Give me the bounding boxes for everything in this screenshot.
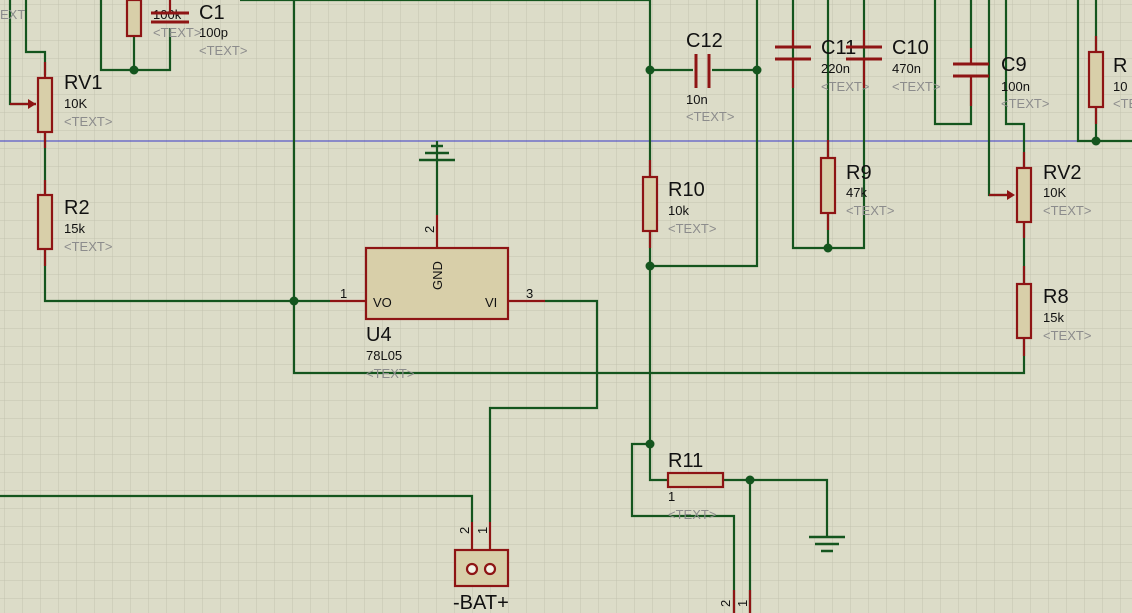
svg-text:R: R [1113, 55, 1127, 77]
capacitor-c1[interactable]: C1 100p <TEXT> <TEXT> [151, 0, 247, 58]
potentiometer-rv2[interactable]: RV2 10K <TEXT> [989, 152, 1091, 238]
svg-text:<TEXT>: <TEXT> [846, 203, 894, 218]
battery-connector-bat[interactable]: 2 1 -BAT+ [453, 522, 510, 613]
rv2-ref: RV2 [1043, 162, 1082, 184]
svg-text:<TEXT>: <TEXT> [366, 366, 414, 381]
svg-text:EXT: EXT [0, 7, 25, 22]
resistor-r2[interactable]: R2 15k <TEXT> [36, 180, 112, 266]
resistor-r9[interactable]: R9 47k <TEXT> [819, 140, 894, 230]
resistor-partial-right[interactable]: R 10 <TEXT> [1087, 36, 1132, 124]
resistor-r8[interactable]: R8 15k <TEXT> [1015, 266, 1091, 356]
c1-ref: C1 [199, 2, 225, 24]
svg-text:<TEXT>: <TEXT> [153, 25, 201, 40]
capacitor-c12[interactable]: C12 10n <TEXT> [686, 30, 734, 124]
u4-value: 78L05 [366, 348, 402, 363]
r2-ref: R2 [64, 197, 90, 219]
svg-text:2: 2 [718, 600, 733, 607]
r8-value: 15k [1043, 310, 1064, 325]
c10-value: 470n [892, 61, 921, 76]
r10-ref: R10 [668, 179, 705, 201]
ground-symbol-r11[interactable] [809, 532, 845, 553]
svg-text:<TEXT>: <TEXT> [199, 43, 247, 58]
svg-text:10: 10 [1113, 79, 1127, 94]
resistor-partial-top[interactable]: 100k [125, 0, 182, 38]
potentiometer-rv1[interactable]: RV1 10K <TEXT> [10, 62, 112, 148]
capacitor-c10[interactable]: C10 470n <TEXT> [846, 30, 940, 94]
svg-text:<TEXT>: <TEXT> [892, 79, 940, 94]
r9-value: 47k [846, 185, 867, 200]
svg-text:<TEXT>: <TEXT> [668, 221, 716, 236]
svg-text:VO: VO [373, 295, 392, 310]
regulator-u4[interactable]: 1 3 2 VO VI GND U4 78L05 <TEXT> [330, 215, 545, 381]
partial-label-top-left[interactable]: EXT [0, 7, 25, 22]
u4-ref: U4 [366, 324, 392, 346]
capacitor-c9[interactable]: C9 100n <TEXT> [953, 48, 1049, 111]
resistor-r11[interactable]: R11 1 <TEXT> [666, 450, 725, 522]
svg-text:<TEXT>: <TEXT> [821, 79, 869, 94]
svg-text:<TEXT>: <TEXT> [64, 114, 112, 129]
c1-value: 100p [199, 25, 228, 40]
svg-text:VI: VI [485, 295, 497, 310]
r9-ref: R9 [846, 162, 872, 184]
r10-value: 10k [668, 203, 689, 218]
junctions [129, 65, 1101, 485]
svg-text:GND: GND [430, 261, 445, 290]
svg-text:<TEXT>: <TEXT> [1113, 96, 1132, 111]
svg-text:1: 1 [340, 286, 347, 301]
r2-value: 15k [64, 221, 85, 236]
c9-ref: C9 [1001, 54, 1027, 76]
c11-value: 220n [821, 61, 850, 76]
r8-ref: R8 [1043, 286, 1069, 308]
bat-ref: -BAT+ [453, 592, 509, 613]
c11-ref: C11 [821, 37, 856, 59]
c12-ref: C12 [686, 30, 723, 52]
rv1-ref: RV1 [64, 72, 103, 94]
svg-text:2: 2 [457, 527, 472, 534]
c10-ref: C10 [892, 37, 929, 59]
svg-text:<TEXT>: <TEXT> [64, 239, 112, 254]
svg-text:<TEXT>: <TEXT> [1043, 203, 1091, 218]
svg-text:<TEXT>: <TEXT> [1043, 328, 1091, 343]
r11-value: 1 [668, 489, 675, 504]
c9-value: 100n [1001, 79, 1030, 94]
svg-text:2: 2 [422, 226, 437, 233]
svg-text:<TEXT>: <TEXT> [1001, 96, 1049, 111]
svg-text:1: 1 [735, 600, 750, 607]
svg-text:<TEXT>: <TEXT> [668, 507, 716, 522]
rv1-value: 10K [64, 96, 87, 111]
connector-partial-bottom[interactable]: 2 1 [718, 590, 752, 613]
r11-ref: R11 [668, 450, 703, 472]
resistor-r10[interactable]: R10 10k <TEXT> [641, 160, 716, 248]
svg-text:<TEXT>: <TEXT> [686, 109, 734, 124]
c12-value: 10n [686, 92, 708, 107]
svg-text:1: 1 [475, 527, 490, 534]
svg-text:3: 3 [526, 286, 533, 301]
capacitor-c11[interactable]: C11 220n <TEXT> [775, 30, 869, 94]
rv2-value: 10K [1043, 185, 1066, 200]
ground-symbol-u4[interactable] [419, 141, 455, 162]
